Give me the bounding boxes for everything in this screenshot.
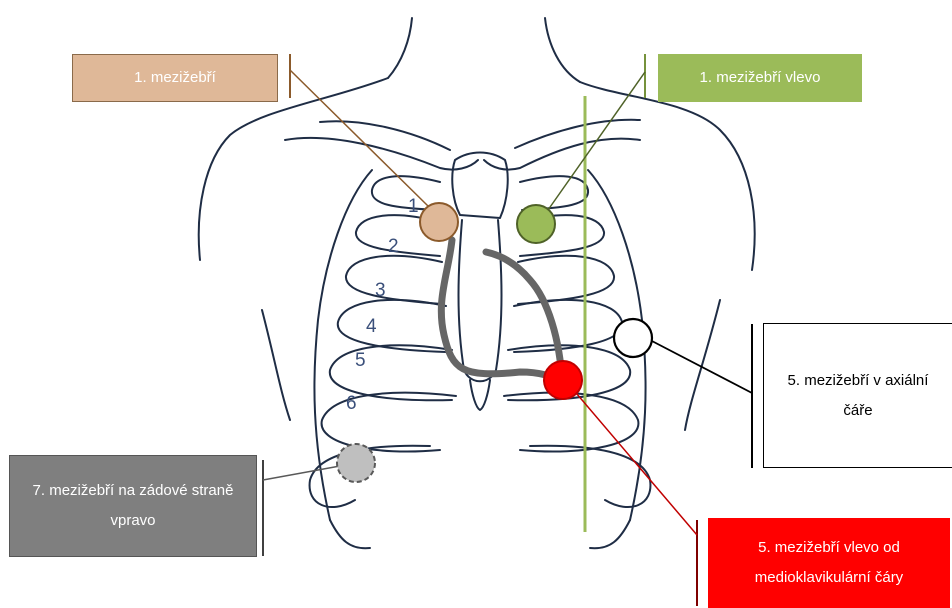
label-first-right: 1. mezižebří bbox=[72, 54, 278, 102]
electrode-seventh-back[interactable] bbox=[337, 444, 375, 482]
electrode-first-right[interactable] bbox=[420, 203, 458, 241]
shoulder-right bbox=[199, 78, 388, 260]
gray-leader bbox=[263, 466, 340, 480]
rib-number-2: 2 bbox=[388, 236, 399, 258]
rib-r3 bbox=[346, 256, 442, 304]
electrode-fifth-mcl[interactable] bbox=[544, 361, 582, 399]
clavicle-left-upper bbox=[515, 120, 640, 148]
rib-l4 bbox=[514, 300, 622, 352]
arm-left-line bbox=[685, 300, 720, 430]
rib-number-3: 3 bbox=[375, 280, 386, 302]
clavicle-right bbox=[285, 138, 478, 170]
neck-left-line bbox=[545, 18, 580, 82]
white-leader bbox=[650, 340, 752, 393]
leader-lines bbox=[263, 54, 752, 606]
electrode-fifth-axial[interactable] bbox=[614, 319, 652, 357]
label-fifth-axial: 5. mezižebří v axiální čáře bbox=[763, 323, 952, 468]
green-leader bbox=[548, 72, 645, 210]
rib-number-1: 1 bbox=[408, 196, 419, 218]
rib-number-5: 5 bbox=[355, 350, 366, 372]
xiphoid bbox=[470, 380, 490, 410]
rib-l7 bbox=[530, 446, 650, 507]
arm-right-line bbox=[262, 310, 290, 420]
label-seventh-back: 7. mezižebří na zádové straně vpravo bbox=[9, 455, 257, 557]
costal-margin-right bbox=[330, 520, 370, 548]
neck-right-line bbox=[388, 18, 412, 78]
rib-r4 bbox=[338, 300, 446, 352]
manubrium bbox=[452, 153, 507, 219]
sternum-body bbox=[459, 220, 502, 381]
rib-number-4: 4 bbox=[366, 316, 377, 338]
label-fifth-mcl: 5. mezižebří vlevo od medioklavikulární … bbox=[708, 518, 950, 608]
clavicle-left bbox=[484, 139, 640, 170]
rib-number-6: 6 bbox=[346, 393, 357, 415]
label-first-left: 1. mezižebří vlevo bbox=[658, 54, 862, 102]
clavicle-right-upper bbox=[320, 121, 450, 150]
electrode-first-left[interactable] bbox=[517, 205, 555, 243]
shoulder-left bbox=[580, 82, 755, 270]
costal-margin-left bbox=[590, 520, 630, 548]
rib-r6 bbox=[322, 393, 456, 452]
